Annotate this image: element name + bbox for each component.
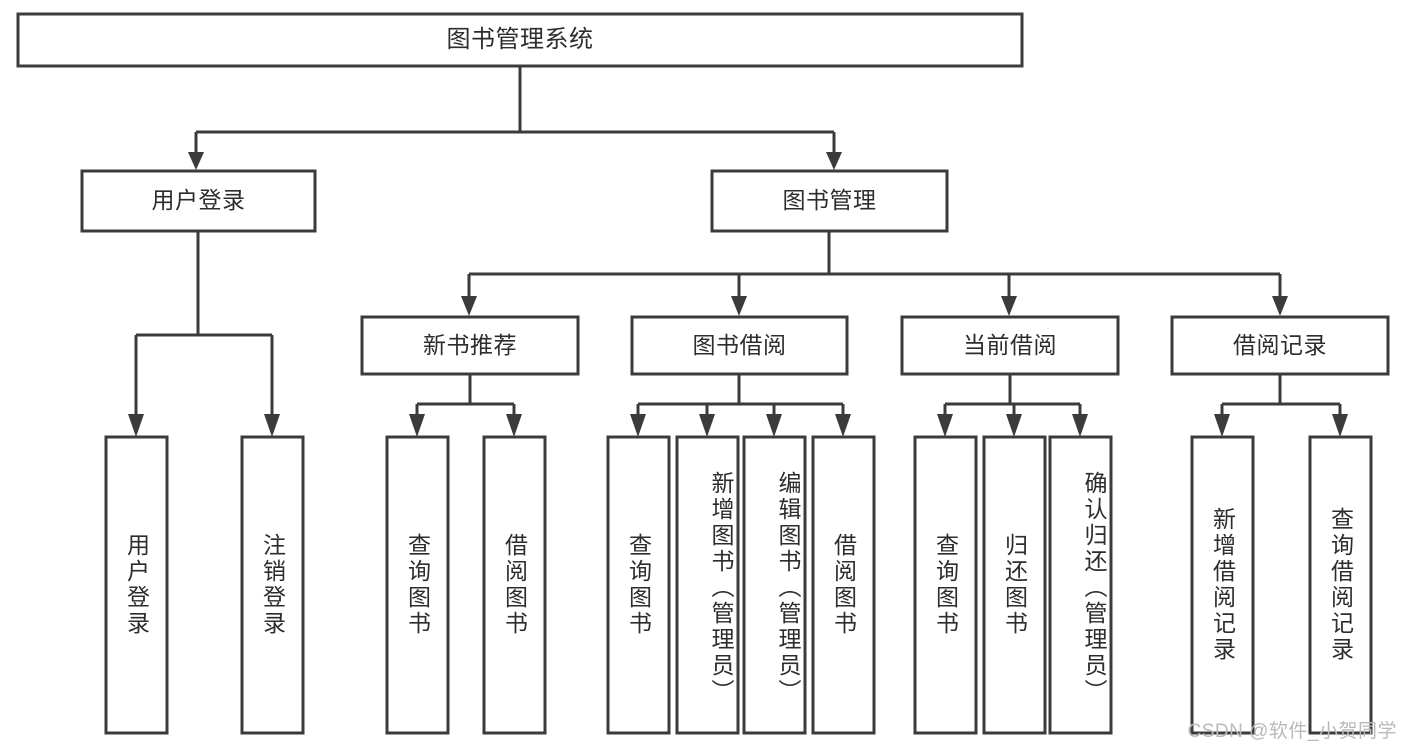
arrow-head-to-leaf-borrow-book-2 <box>835 414 851 437</box>
node-box-root[interactable] <box>16 12 1024 68</box>
node-box-book-manage[interactable] <box>710 169 949 233</box>
connector-book-borrow-to-leaves <box>636 374 845 420</box>
arrow-head-to-leaf-query-book-2 <box>630 414 646 437</box>
connector-new-book-recommend-to-leaves <box>415 374 516 420</box>
arrow-head-to-leaf-logout-login <box>264 414 280 437</box>
leaf-box-query-book-2[interactable] <box>606 435 671 735</box>
connector-root-to-level2 <box>194 66 836 155</box>
node-box-user-login[interactable] <box>80 169 317 233</box>
node-box-new-book-recommend[interactable] <box>360 315 580 376</box>
leaf-box-borrow-book-1[interactable] <box>482 435 547 735</box>
node-box-current-borrow[interactable] <box>900 315 1120 376</box>
arrow-head-to-leaf-return-book <box>1006 414 1022 437</box>
csdn-watermark: CSDN @软件_小贺同学 <box>1187 721 1397 742</box>
connector-borrow-record-to-leaves <box>1220 374 1342 420</box>
leaf-box-query-book-1[interactable] <box>385 435 450 735</box>
connector-current-borrow-to-leaves <box>943 374 1082 420</box>
leaf-box-add-borrow-record[interactable] <box>1190 435 1255 735</box>
leaf-box-borrow-book-2[interactable] <box>811 435 876 735</box>
connector-book-manage-to-level3 <box>467 231 1282 299</box>
arrow-head-to-current-borrow <box>1001 296 1017 316</box>
arrow-head-to-book-manage <box>826 152 842 170</box>
node-box-book-borrow[interactable] <box>630 315 849 376</box>
node-box-borrow-record[interactable] <box>1170 315 1390 376</box>
leaf-box-query-book-3[interactable] <box>913 435 978 735</box>
arrow-head-to-leaf-confirm-return-admin <box>1072 414 1088 437</box>
connector-user-login-to-leaves <box>134 231 274 420</box>
arrow-head-to-borrow-record <box>1272 296 1288 316</box>
leaf-box-confirm-return-admin[interactable] <box>1048 435 1113 735</box>
arrow-head-to-leaf-borrow-book-1 <box>506 414 522 437</box>
arrow-head-to-book-borrow <box>731 296 747 316</box>
arrow-head-to-leaf-query-book-3 <box>937 414 953 437</box>
arrow-head-to-leaf-query-book-1 <box>409 414 425 437</box>
leaf-box-query-borrow-record[interactable] <box>1308 435 1373 735</box>
arrow-head-to-leaf-add-book-admin <box>699 414 715 437</box>
leaf-box-return-book[interactable] <box>982 435 1047 735</box>
arrow-head-to-new-book-recommend <box>461 296 477 316</box>
leaf-box-edit-book-admin[interactable] <box>742 435 807 735</box>
leaf-box-add-book-admin[interactable] <box>675 435 740 735</box>
arrow-head-to-user-login <box>188 152 204 170</box>
arrow-head-to-leaf-add-borrow-record <box>1214 414 1230 437</box>
arrow-head-to-leaf-user-login <box>128 414 144 437</box>
arrow-head-to-leaf-edit-book-admin <box>766 414 782 437</box>
leaf-box-user-login[interactable] <box>104 435 169 735</box>
leaf-box-logout-login[interactable] <box>240 435 305 735</box>
arrow-head-to-leaf-query-borrow-record <box>1332 414 1348 437</box>
